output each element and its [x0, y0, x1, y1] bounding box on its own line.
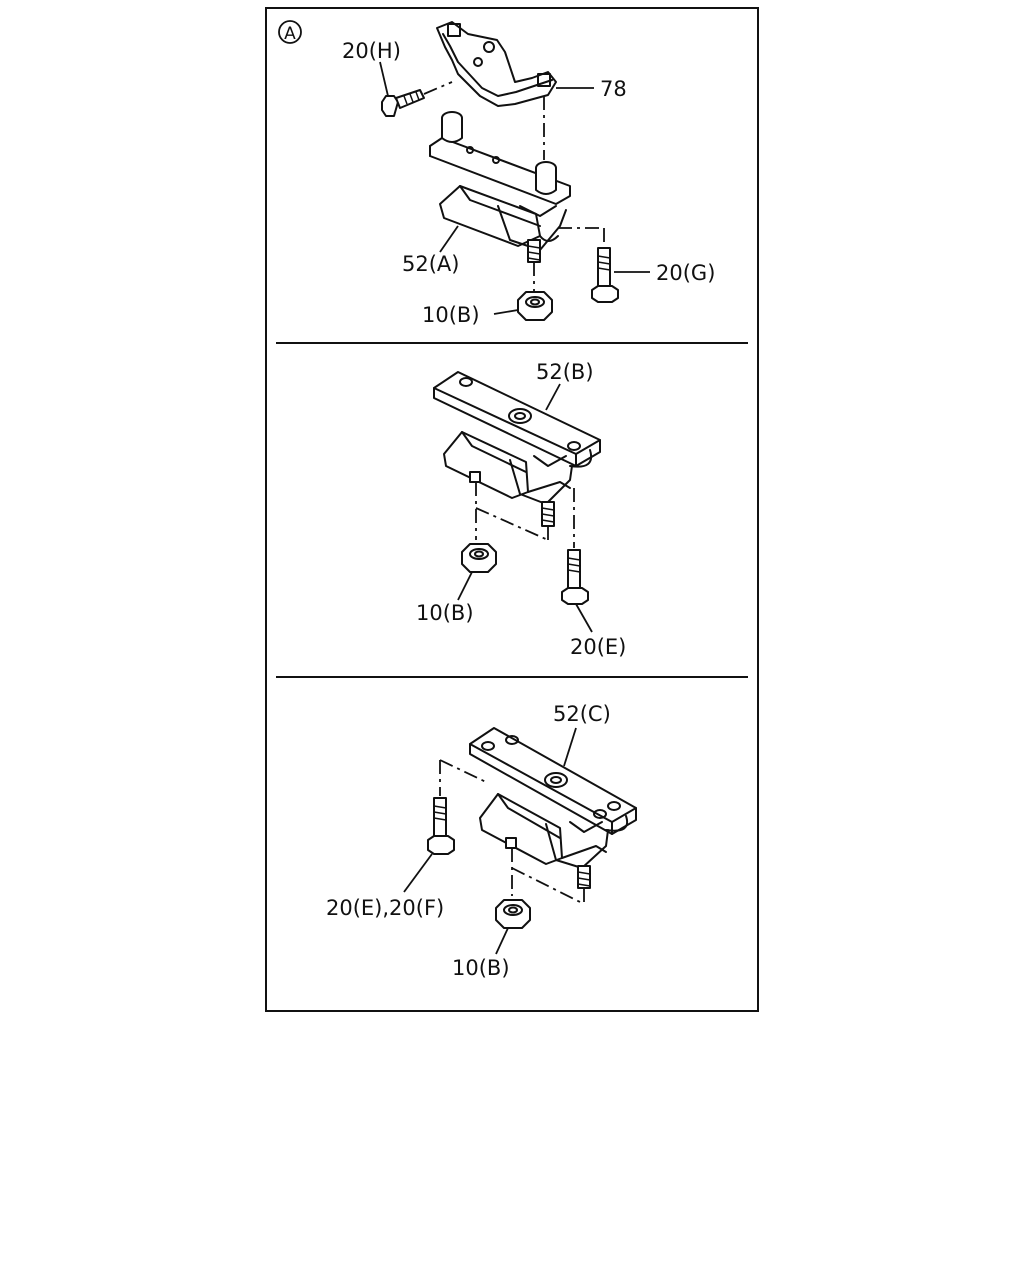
- label-bolt-20e-20f: 20(E),20(F): [326, 896, 444, 920]
- label-nut-10b-top: 10(B): [422, 303, 480, 327]
- bolt-20h: [381, 81, 453, 117]
- nut-10b-top: [517, 291, 553, 321]
- bolt-20e-20f: [427, 797, 455, 855]
- mount-a-body: [439, 185, 567, 251]
- label-bolt-20g: 20(G): [656, 261, 715, 285]
- mount-c-studs: [505, 837, 591, 889]
- nut-10b-middle: [461, 543, 497, 573]
- mount-c-plate: [469, 727, 637, 835]
- label-nut-10b-bottom: 10(B): [452, 956, 510, 980]
- bolt-20e: [561, 549, 589, 605]
- label-bracket-78: 78: [600, 77, 627, 101]
- panel-top: A: [278, 20, 715, 327]
- nut-10b-bottom: [495, 899, 531, 929]
- panel-middle: 52(B) 10(B) 20(E): [416, 360, 626, 659]
- bracket-78: [436, 21, 557, 107]
- mount-a-stud: [527, 239, 541, 292]
- label-mount-52c: 52(C): [553, 702, 611, 726]
- mount-a-plate: [429, 111, 571, 205]
- label-mount-52b: 52(B): [536, 360, 594, 384]
- bolt-20g: [558, 227, 619, 303]
- mount-b-plate: [433, 371, 601, 467]
- label-nut-10b-middle: 10(B): [416, 601, 474, 625]
- label-mount-52a: 52(A): [402, 252, 459, 276]
- view-marker-circle: [278, 20, 302, 44]
- diagram-frame: [265, 7, 759, 1012]
- panel-bottom: 52(C) 20(E),20(F) 10(B): [326, 702, 637, 980]
- label-bolt-20e: 20(E): [570, 635, 626, 659]
- label-bolt-20h: 20(H): [342, 39, 401, 63]
- mount-b-studs: [469, 471, 555, 527]
- view-marker-letter: A: [284, 24, 296, 44]
